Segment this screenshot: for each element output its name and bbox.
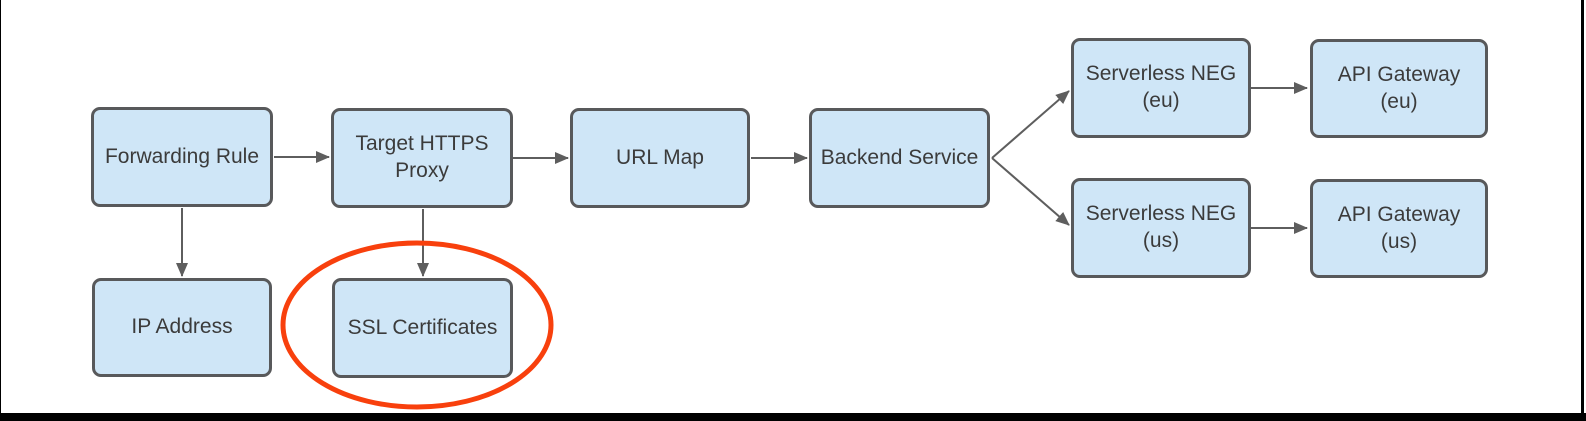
frame-left-edge (0, 0, 1, 421)
node-api-gateway-us: API Gateway (us) (1310, 179, 1488, 278)
node-label-line: (eu) (1380, 89, 1418, 113)
node-label: IP Address (131, 314, 232, 341)
node-label-line: Target HTTPS (355, 132, 489, 156)
node-label: SSL Certificates (348, 315, 498, 342)
frame-right-edge (1581, 0, 1584, 421)
arrow-backend-service-to-serverless-neg-us (991, 157, 1070, 226)
node-label-line: (us) (1142, 229, 1180, 252)
node-label-line: (us) (1380, 229, 1418, 253)
node-label: API Gateway (eu) (1338, 62, 1461, 116)
arrow-backend-service-to-serverless-neg-eu (991, 90, 1070, 159)
node-label: URL Map (616, 145, 704, 172)
node-serverless-neg-eu: Serverless NEG (eu) (1071, 38, 1251, 138)
node-label-line: Serverless NEG (1085, 202, 1237, 226)
node-ip-address: IP Address (92, 278, 272, 377)
node-label-line: IP Address (131, 315, 233, 339)
node-label: Target HTTPS Proxy (355, 131, 488, 185)
node-backend-service: Backend Service (809, 108, 990, 208)
node-label: Backend Service (821, 145, 979, 172)
node-label-line: API Gateway (1337, 62, 1461, 86)
node-label: Serverless NEG (eu) (1086, 61, 1237, 115)
node-label: API Gateway (us) (1338, 202, 1461, 256)
node-label-line: SSL Certificates (347, 315, 498, 339)
node-label-line: Forwarding Rule (104, 144, 260, 168)
node-label-line: Backend Service (820, 145, 979, 169)
node-label-line: (eu) (1142, 89, 1180, 112)
node-ssl-certificates: SSL Certificates (332, 278, 513, 378)
node-label: Forwarding Rule (105, 144, 259, 171)
node-target-https-proxy: Target HTTPS Proxy (331, 108, 513, 208)
node-label-line: Serverless NEG (1085, 62, 1237, 86)
frame-bottom-bar (0, 413, 1586, 421)
node-label-line: Proxy (395, 159, 449, 182)
node-api-gateway-eu: API Gateway (eu) (1310, 39, 1488, 138)
node-label: Serverless NEG (us) (1086, 201, 1237, 255)
node-url-map: URL Map (570, 108, 750, 208)
node-forwarding-rule: Forwarding Rule (91, 107, 273, 207)
node-label-line: API Gateway (1337, 202, 1461, 226)
node-serverless-neg-us: Serverless NEG (us) (1071, 178, 1251, 278)
highlight-ellipse (280, 240, 554, 410)
node-label-line: URL Map (616, 145, 704, 169)
